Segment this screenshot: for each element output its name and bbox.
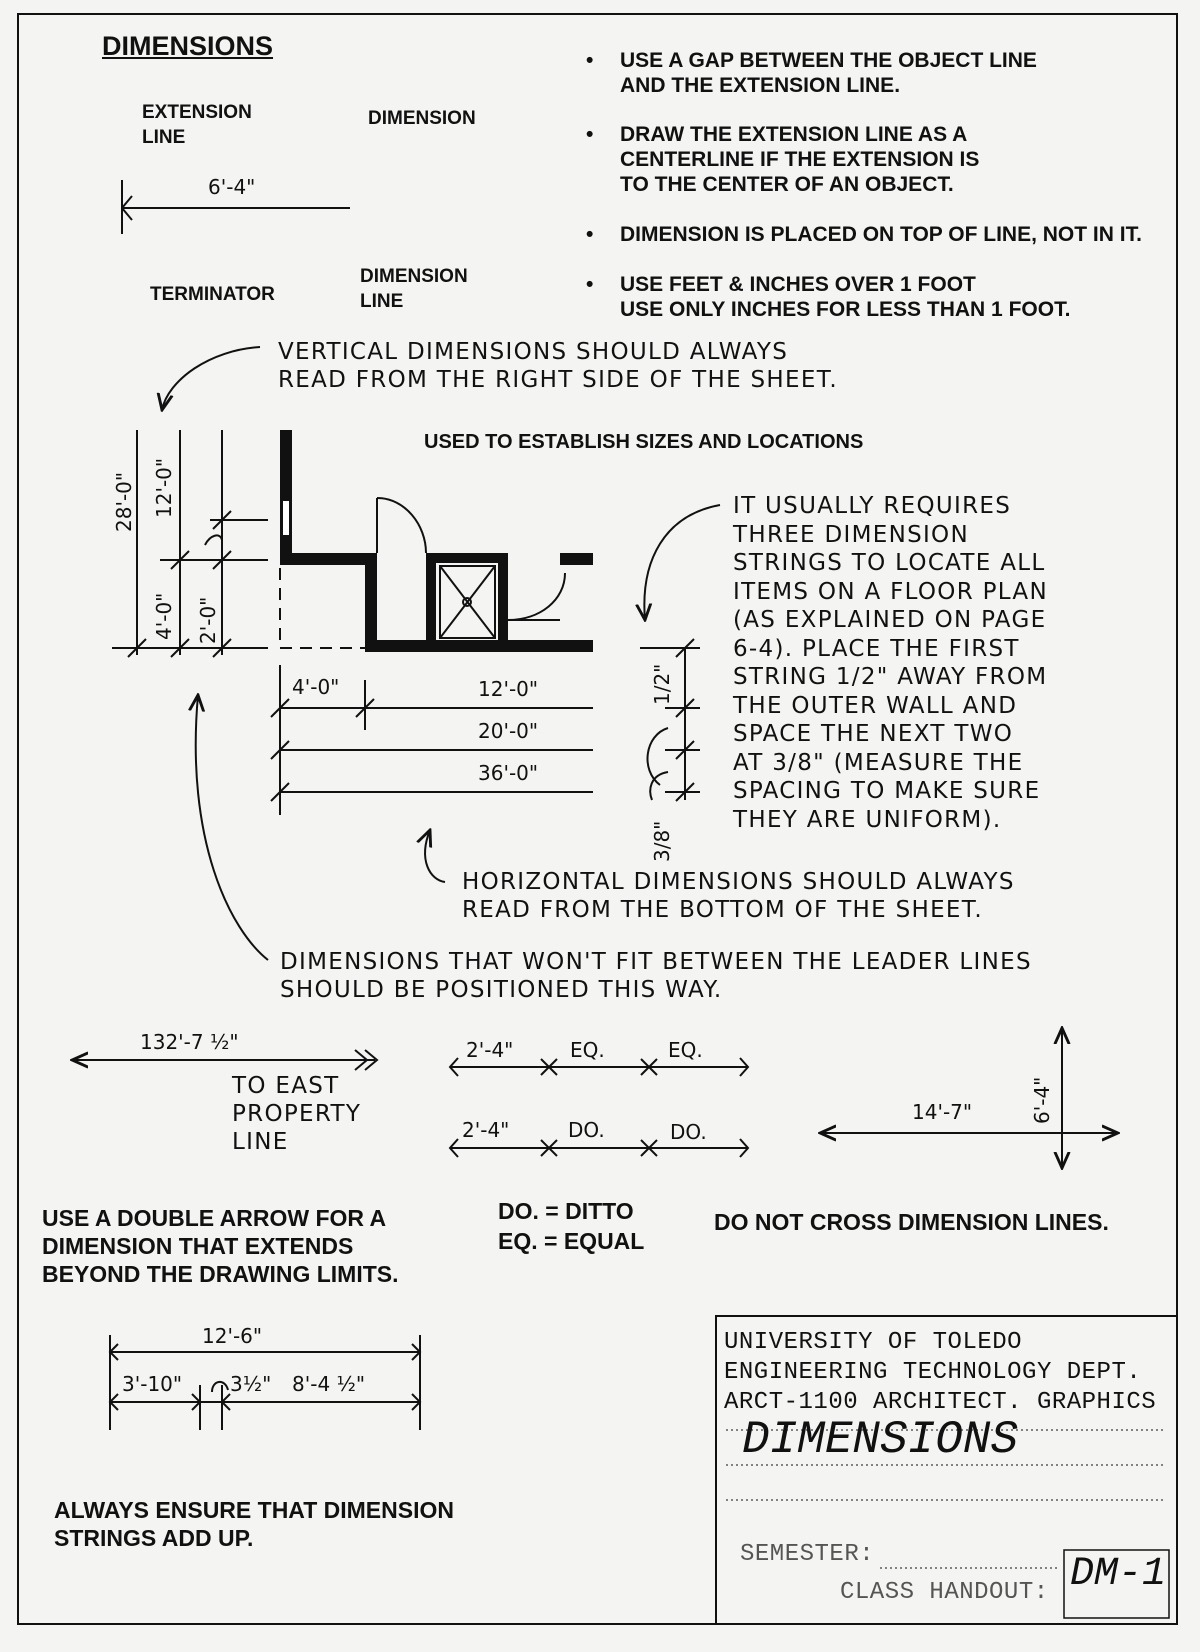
eq-row-dim: 2'-4" <box>466 1038 514 1062</box>
string-part-1: 3'-10" <box>122 1372 183 1396</box>
label-extension-line: EXTENSION LINE <box>142 102 252 148</box>
sheet-title: DIMENSIONS <box>742 1414 1019 1466</box>
string-total-dim: 12'-6" <box>202 1324 263 1348</box>
handout-number-box <box>1063 1549 1170 1619</box>
vertical-note-leader <box>162 346 261 410</box>
eq-row-eq-2: EQ. <box>668 1038 703 1062</box>
vdim-4-0: 4'-0" <box>152 592 176 640</box>
page-title: DIMENSIONS <box>102 31 274 61</box>
semester-label: SEMESTER: <box>740 1541 875 1568</box>
purpose-heading: USED TO ESTABLISH SIZES AND LOCATIONS <box>424 431 864 453</box>
hdim-12-0: 12'-0" <box>478 677 539 701</box>
rule-3: DIMENSION IS PLACED ON TOP OF LINE, NOT … <box>586 222 1142 247</box>
label-terminator: TERMINATOR <box>150 284 275 305</box>
label-dimension: DIMENSION <box>368 108 476 129</box>
sample-terminator <box>121 195 133 221</box>
dashed-wall <box>279 568 365 649</box>
hdim-36-0: 36'-0" <box>478 761 539 785</box>
shower <box>439 565 496 639</box>
leader-note-leader <box>196 695 269 961</box>
do-row-do-1: DO. <box>568 1118 605 1142</box>
label-dimension-line: DIMENSION LINE <box>360 266 468 312</box>
leader-lines-note: DIMENSIONS THAT WON'T FIT BETWEEN THE LE… <box>280 949 1032 1003</box>
string-part-2: 3½" <box>230 1372 272 1396</box>
spacing-half-inch: 1/2" <box>650 663 674 705</box>
plan-walls <box>280 430 593 652</box>
sample-dimension-value: 6'-4" <box>208 175 256 199</box>
vdim-2-0: 2'-0" <box>196 596 220 644</box>
class-handout-label: CLASS HANDOUT: <box>840 1579 1049 1606</box>
hdim-4-0: 4'-0" <box>292 675 340 699</box>
hdim-20-0: 20'-0" <box>478 719 539 743</box>
door-swing-2 <box>507 572 566 621</box>
horizontal-note-leader <box>425 830 446 883</box>
sheet-border <box>17 13 1178 1625</box>
window <box>281 499 291 537</box>
do-row-do-2: DO. <box>670 1120 707 1144</box>
eq-row-eq-1: EQ. <box>570 1038 605 1062</box>
cross-note: DO NOT CROSS DIMENSION LINES. <box>714 1209 1109 1235</box>
strings-note-leader <box>644 504 721 620</box>
do-row-dim: 2'-4" <box>462 1118 510 1142</box>
vdim-12-0: 12'-0" <box>152 457 176 518</box>
cross-h-dim: 14'-7" <box>912 1100 973 1124</box>
string-part-3: 8'-4 ½" <box>292 1372 366 1396</box>
double-arrow-dimension: 132'-7 ½" <box>140 1030 239 1054</box>
vdim-28-0: 28'-0" <box>112 471 136 532</box>
door-swing-1 <box>376 497 427 554</box>
spacing-three-eighths: 3/8" <box>650 820 674 862</box>
double-arrow-head <box>354 1049 379 1071</box>
handout-number: DM-1 <box>1070 1552 1167 1597</box>
title-block <box>715 1315 1178 1625</box>
cross-v-dim: 6'-4" <box>1030 1076 1054 1124</box>
